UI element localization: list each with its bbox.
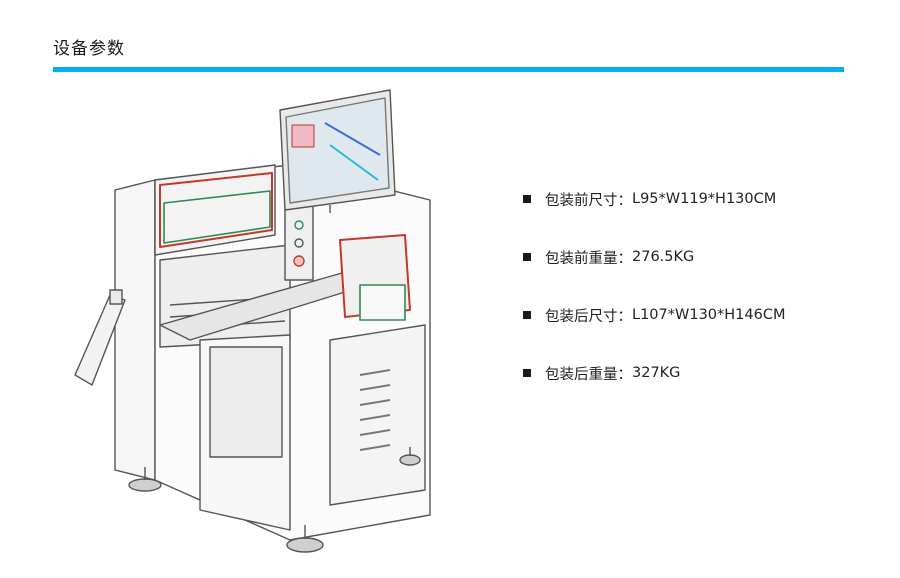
spec-item: 包装前重量： 276.5KG bbox=[523, 246, 785, 268]
spec-value: 276.5KG bbox=[632, 249, 695, 265]
spec-label: 包装后尺寸： bbox=[545, 308, 632, 325]
bullet-square-icon bbox=[523, 195, 531, 203]
spec-label: 包装后重量： bbox=[545, 366, 632, 383]
spec-label: 包装前尺寸： bbox=[545, 192, 632, 209]
bullet-square-icon bbox=[523, 311, 531, 319]
machine-top-hood bbox=[154, 164, 276, 256]
machine-hood-window bbox=[159, 172, 273, 248]
machine-lower-window bbox=[209, 346, 283, 458]
machine-estop bbox=[293, 255, 305, 267]
spec-item: 包装后尺寸： L107*W130*H146CM bbox=[523, 304, 785, 326]
machine-vents bbox=[359, 369, 391, 451]
bullet-square-icon bbox=[523, 369, 531, 377]
machine-hood-inner bbox=[163, 190, 271, 244]
machine-left-panel bbox=[114, 179, 156, 481]
spec-value: 327KG bbox=[632, 365, 681, 381]
machine-side-knob bbox=[109, 289, 123, 305]
title-divider bbox=[53, 67, 844, 72]
machine-control-column bbox=[284, 204, 314, 281]
bullet-square-icon bbox=[523, 253, 531, 261]
machine-feeder-slot bbox=[359, 284, 406, 321]
spec-list: 包装前尺寸： L95*W119*H130CM 包装前重量： 276.5KG 包装… bbox=[523, 188, 785, 420]
spec-value: L107*W130*H146CM bbox=[632, 307, 786, 323]
spec-item: 包装后重量： 327KG bbox=[523, 362, 785, 384]
machine-feet bbox=[128, 447, 421, 553]
machine-right-panel bbox=[329, 324, 426, 506]
page-title: 设备参数 bbox=[53, 39, 125, 59]
machine-illustration bbox=[74, 89, 431, 553]
spec-value: L95*W119*H130CM bbox=[632, 191, 777, 207]
spec-item: 包装前尺寸： L95*W119*H130CM bbox=[523, 188, 785, 210]
spec-label: 包装前重量： bbox=[545, 250, 632, 267]
machine-side-bracket bbox=[74, 294, 126, 386]
